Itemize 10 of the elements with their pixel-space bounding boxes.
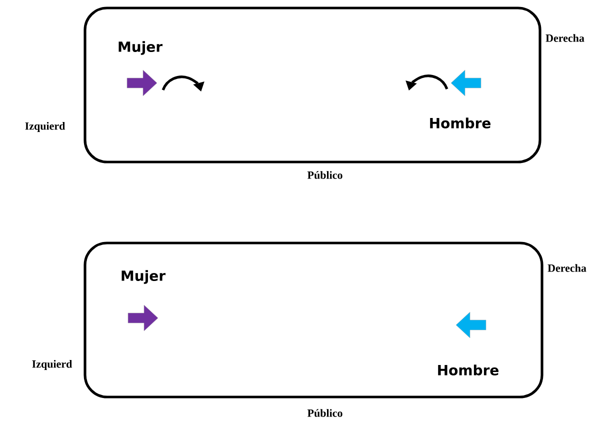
side-label: Público [304,406,346,420]
side-label: Derecha [544,261,590,275]
side-label: Izquierd [28,357,76,373]
person-label: Mujer [118,41,163,55]
side-label: Público [304,168,346,182]
person-label: Mujer [122,270,166,284]
person-label: Hombre [438,364,498,376]
side-label: Izquierd [22,119,68,135]
person-label: Hombre [430,118,490,128]
side-label: Derecha [542,31,588,45]
